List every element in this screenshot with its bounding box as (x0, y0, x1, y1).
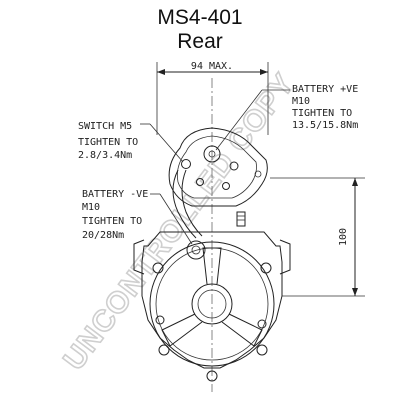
svg-text:M10: M10 (82, 202, 100, 213)
svg-text:M10: M10 (292, 96, 310, 107)
svg-text:TIGHTEN TO: TIGHTEN TO (78, 137, 138, 148)
mounting-stud (236, 211, 246, 227)
svg-text:TIGHTEN TO: TIGHTEN TO (82, 216, 142, 227)
svg-text:13.5/15.8Nm: 13.5/15.8Nm (292, 120, 358, 131)
svg-text:BATTERY -VE: BATTERY -VE (82, 189, 148, 200)
callout-battery-positive: BATTERY +VE M10 TIGHTEN TO 13.5/15.8Nm (215, 84, 358, 151)
svg-text:BATTERY +VE: BATTERY +VE (292, 84, 358, 95)
svg-text:20/28Nm: 20/28Nm (82, 230, 124, 241)
battery-positive-terminal (203, 145, 221, 163)
motor-body (133, 231, 291, 382)
battery-negative-terminal (186, 240, 206, 260)
svg-text:SWITCH M5: SWITCH M5 (78, 121, 132, 132)
height-dimension: 100 (270, 177, 365, 297)
drawing-title: MS4-401 (157, 6, 243, 29)
callout-battery-negative: BATTERY -VE M10 TIGHTEN TO 20/28Nm (82, 189, 193, 245)
svg-text:2.8/3.4Nm: 2.8/3.4Nm (78, 150, 132, 161)
solenoid-housing (168, 127, 268, 207)
callout-switch: SWITCH M5 TIGHTEN TO 2.8/3.4Nm (78, 121, 184, 163)
drawing-subtitle: Rear (177, 30, 223, 53)
width-dimension: 94 MAX. (156, 61, 269, 135)
width-label: 94 MAX. (191, 61, 233, 72)
switch-terminal (181, 159, 191, 169)
height-label: 100 (338, 228, 349, 246)
svg-text:TIGHTEN TO: TIGHTEN TO (292, 108, 352, 119)
end-cover (149, 241, 275, 367)
centre-boss (191, 283, 233, 325)
